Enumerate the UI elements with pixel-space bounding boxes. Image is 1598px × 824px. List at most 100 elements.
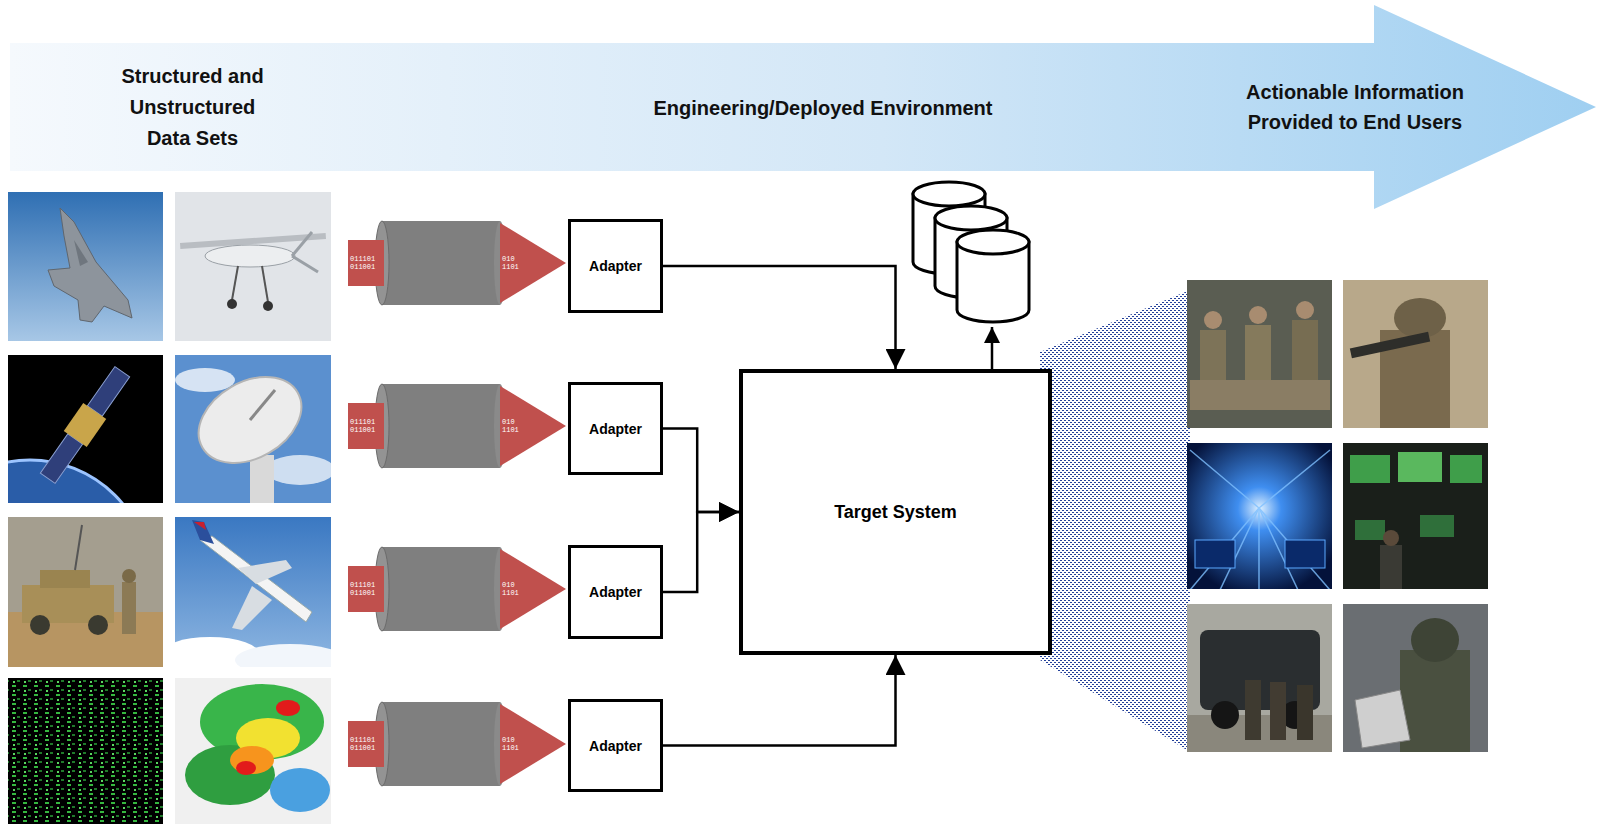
connector-arrow (663, 512, 739, 592)
command-room-photo-part (1292, 320, 1318, 380)
satellite-photo-part (8, 460, 150, 503)
weather-radar-photo-part-part (185, 745, 275, 805)
command-room-photo-part (1296, 301, 1314, 319)
operations-center-photo-part (1350, 455, 1390, 483)
adapter-box: Adapter (568, 699, 663, 792)
digital-network-photo-part (1190, 450, 1330, 589)
dish-antenna-photo-part (183, 360, 316, 481)
data-pipe (348, 221, 566, 305)
data-pipe-part (382, 384, 500, 468)
soldier-photo-part (1343, 280, 1488, 428)
command-room-photo-part (1200, 330, 1226, 380)
banner-heading: Structured and Unstructured Data Sets (110, 61, 275, 154)
command-room-photo-part (1187, 280, 1332, 428)
binary-label: 011101 011001 (350, 418, 384, 434)
binary-label: 011101 011001 (350, 255, 384, 271)
database-stack-part (957, 230, 1029, 254)
digital-network-photo (1187, 443, 1332, 590)
soldier-photo (1343, 280, 1488, 428)
military-vehicle-photo (8, 517, 163, 667)
binary-label: 010 1101 (502, 255, 526, 271)
airliner-photo-part (238, 560, 292, 584)
binary-label: 010 1101 (502, 581, 526, 597)
command-room-photo-part (1204, 311, 1222, 329)
digital-network-photo-part (1195, 540, 1235, 568)
drone-photo-part (292, 232, 312, 256)
operations-center-photo-part (1355, 520, 1385, 540)
operations-center-photo-part (1343, 443, 1488, 589)
operations-center-photo-part (1450, 455, 1482, 483)
digital-network-photo-part-part (1258, 508, 1260, 589)
connector-arrow (663, 429, 739, 513)
database-stack-part (935, 206, 1007, 230)
adapter-box: Adapter (568, 382, 663, 475)
airliner-photo-part (192, 520, 214, 544)
banner-arrow: Structured and Unstructured Data Sets Eng… (0, 0, 1598, 215)
soldier-laptop-photo-part (1400, 650, 1470, 752)
airliner-photo-part (175, 637, 331, 667)
information-fan (1040, 290, 1190, 752)
fighter-jet-photo-part (74, 240, 88, 266)
data-pipe-part (348, 721, 384, 767)
digital-network-photo-part (1187, 443, 1332, 589)
data-pipe-part (382, 547, 500, 631)
connector-arrow (663, 655, 896, 746)
data-pipe (348, 384, 566, 468)
weather-radar-photo (175, 678, 331, 824)
satellite-photo-part-part (8, 460, 150, 503)
military-vehicle-photo-part (88, 615, 108, 635)
military-vehicle-photo-part (75, 525, 82, 570)
data-pipe-part (500, 704, 566, 784)
drone-photo (175, 192, 331, 341)
weather-radar-photo-part (185, 684, 330, 812)
satellite-photo-part (36, 364, 134, 487)
satellite-photo-part-part (87, 367, 129, 417)
box-text-group: Target System (834, 502, 957, 523)
military-vehicle-photo-part (40, 570, 90, 588)
banner-heading: Actionable Information Provided to End U… (1220, 77, 1490, 137)
box-text-group: Adapter (589, 738, 642, 754)
airliner-photo-part (194, 522, 206, 530)
soldier-photo-part (1350, 332, 1430, 358)
digital-network-photo-part (1285, 540, 1325, 568)
armored-vehicle-photo-part (1187, 604, 1332, 752)
drone-photo-part (232, 266, 238, 300)
fighter-jet-photo-part (8, 192, 163, 341)
satellite-photo-part-part (64, 403, 106, 447)
binary-label: 011101 011001 (350, 581, 384, 597)
operations-center-photo (1343, 443, 1488, 589)
airliner-photo (160, 517, 345, 676)
box-text-group: Adapter (589, 584, 642, 600)
drone-photo-part (175, 192, 331, 341)
command-room-photo-part (1190, 380, 1330, 410)
data-pipe-part (348, 240, 384, 286)
weather-radar-photo-part (175, 678, 331, 824)
fighter-jet-photo-part (48, 208, 132, 322)
code-matrix-photo-part (8, 678, 163, 824)
box-label: Target System (834, 502, 957, 523)
airliner-photo-part (232, 586, 272, 630)
weather-radar-photo-part-part (270, 768, 330, 812)
data-pipe (348, 702, 566, 786)
armored-vehicle-photo-part (1211, 701, 1239, 729)
military-vehicle-photo-part (122, 582, 136, 634)
storage-arrow (991, 327, 994, 369)
digital-network-photo-part-part (1259, 508, 1330, 589)
weather-radar-photo-part-part (276, 700, 300, 716)
dish-antenna-photo-part (265, 455, 335, 485)
binary-label: 010 1101 (502, 736, 526, 752)
banner-heading: Engineering/Deployed Environment (560, 93, 1086, 123)
drone-photo-part (227, 299, 237, 309)
data-pipe-part (382, 221, 500, 305)
armored-vehicle-photo-part (1245, 680, 1261, 740)
satellite-photo (0, 355, 163, 700)
operations-center-photo-part (1380, 545, 1402, 589)
target-box: Target System (739, 369, 1052, 655)
soldier-laptop-photo-part (1343, 604, 1488, 752)
code-matrix-photo (8, 678, 163, 824)
soldier-photo-part (1394, 298, 1446, 338)
dish-antenna-photo (175, 355, 335, 503)
drone-photo-part (292, 256, 318, 272)
satellite-photo-part-part (40, 434, 82, 484)
